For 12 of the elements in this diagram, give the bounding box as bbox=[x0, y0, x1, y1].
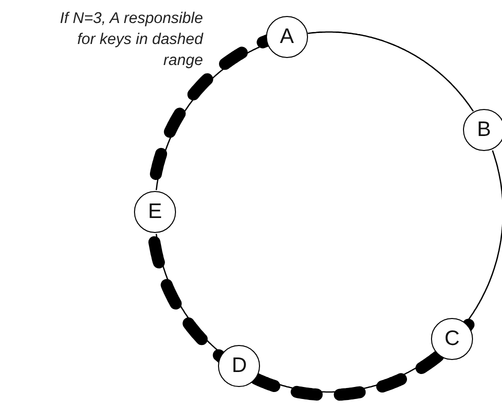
node-label: E bbox=[148, 200, 162, 224]
ring-node bbox=[218, 345, 260, 388]
node-label: A bbox=[280, 25, 294, 50]
node-label: B bbox=[477, 118, 492, 142]
ring-node bbox=[463, 109, 502, 152]
note-text: If N=3, A responsible for keys in dashed range bbox=[58, 9, 203, 71]
node-label: C bbox=[444, 327, 460, 352]
node-label: D bbox=[232, 354, 247, 378]
ring-node bbox=[134, 191, 176, 233]
ring-node bbox=[431, 318, 474, 360]
ring-node bbox=[266, 16, 308, 58]
ring-arc bbox=[308, 31, 474, 112]
